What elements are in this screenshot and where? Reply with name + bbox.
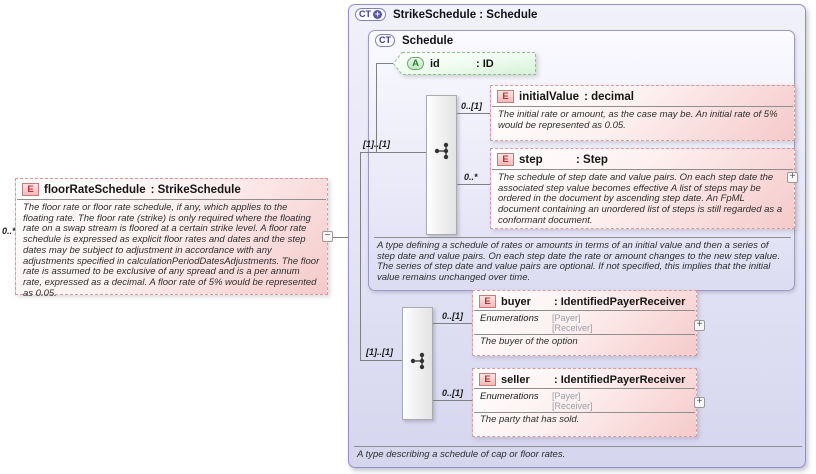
element-description: The party that has sold.	[480, 414, 580, 425]
collapse-toggle[interactable]: −	[322, 231, 333, 242]
element-description: The buyer of the option	[480, 336, 578, 347]
attribute-type: : ID	[476, 57, 494, 70]
connector-line	[360, 360, 402, 361]
enumeration-value: [Payer]	[552, 313, 581, 323]
connector-line	[333, 237, 360, 238]
element-type: : decimal	[584, 90, 634, 103]
attribute-badge-icon: A	[407, 57, 424, 70]
element-badge-icon: E	[479, 373, 496, 386]
cardinality-label: 0..[1]	[442, 388, 464, 398]
element-badge-icon: E	[22, 183, 39, 196]
enumeration-value: [Receiver]	[552, 323, 593, 333]
enumerations-label: Enumerations	[480, 313, 539, 324]
id-attribute-box[interactable]: A id : ID	[393, 52, 536, 75]
buyer-box[interactable]: E buyer : IdentifiedPayerReceiver Enumer…	[472, 290, 697, 356]
cardinality-label: 0..*	[2, 226, 16, 236]
step-header: E step : Step	[491, 149, 794, 169]
strike-schedule-description: A type describing a schedule of cap or f…	[357, 449, 566, 460]
element-name: initialValue	[519, 90, 580, 103]
cardinality-label: 0..[1]	[442, 311, 464, 321]
element-name: floorRateSchedule	[44, 183, 146, 196]
initial-value-box[interactable]: E initialValue : decimal The initial rat…	[490, 85, 795, 141]
element-description: The schedule of step date and value pair…	[498, 172, 783, 226]
derived-type-plus-icon: +	[373, 9, 382, 19]
element-type: : IdentifiedPayerReceiver	[554, 373, 686, 386]
expand-toggle[interactable]: +	[694, 320, 705, 331]
schedule-header: CT Schedule	[375, 34, 453, 47]
element-name: seller	[501, 373, 530, 386]
complex-type-badge-label: CT	[379, 35, 391, 45]
connector-line	[433, 400, 472, 401]
divider	[474, 388, 695, 389]
divider	[374, 237, 791, 238]
element-name: buyer	[501, 295, 531, 308]
divider	[474, 334, 695, 335]
attribute-name: id	[430, 57, 440, 70]
element-type: : Step	[576, 153, 608, 166]
divider	[492, 169, 793, 170]
complex-type-badge-label: CT	[359, 9, 371, 19]
enumerations-row: Enumerations [Payer] [Receiver]	[473, 311, 696, 334]
element-description: The floor rate or floor rate schedule, i…	[23, 202, 320, 299]
floor-rate-schedule-box[interactable]: E floorRateSchedule : StrikeSchedule The…	[15, 178, 328, 298]
seller-box[interactable]: E seller : IdentifiedPayerReceiver Enume…	[472, 368, 697, 437]
schedule-title: Schedule	[402, 34, 454, 47]
step-box[interactable]: E step : Step The schedule of step date …	[490, 148, 795, 229]
element-type: : IdentifiedPayerReceiver	[554, 295, 686, 308]
connector-line	[360, 152, 426, 153]
connector-line	[433, 323, 472, 324]
floor-rate-schedule-header: E floorRateSchedule : StrikeSchedule	[16, 179, 327, 199]
strike-schedule-title: StrikeSchedule : Schedule	[393, 8, 538, 21]
divider	[492, 106, 793, 107]
attribute-pentagon-shape	[393, 52, 536, 75]
divider	[474, 412, 695, 413]
element-description: The initial rate or amount, as the case …	[498, 109, 778, 131]
complex-type-badge-icon: CT +	[355, 8, 386, 21]
connector-line	[457, 113, 490, 114]
cardinality-label: [1]..[1]	[363, 139, 390, 149]
strike-schedule-header: CT + StrikeSchedule : Schedule	[355, 8, 537, 21]
divider	[474, 310, 695, 311]
cardinality-label: [1]..[1]	[366, 347, 393, 357]
enumerations-label: Enumerations	[480, 391, 539, 402]
sequence-compositor[interactable]	[426, 95, 457, 235]
complex-type-badge-icon: CT	[375, 34, 395, 47]
sequence-icon	[434, 142, 449, 160]
element-badge-icon: E	[497, 90, 514, 103]
sequence-icon	[410, 352, 425, 370]
seller-header: E seller : IdentifiedPayerReceiver	[473, 369, 696, 388]
enumeration-value: [Payer]	[552, 391, 581, 401]
buyer-header: E buyer : IdentifiedPayerReceiver	[473, 291, 696, 310]
divider	[17, 199, 326, 200]
element-badge-icon: E	[497, 153, 514, 166]
expand-toggle[interactable]: +	[694, 397, 705, 408]
enumeration-value: [Receiver]	[552, 401, 593, 411]
schedule-description: A type defining a schedule of rates or a…	[377, 240, 780, 284]
sequence-compositor[interactable]	[402, 307, 433, 420]
connector-line	[376, 63, 377, 152]
cardinality-label: 0..[1]	[461, 101, 483, 111]
divider	[354, 446, 802, 447]
element-badge-icon: E	[479, 295, 496, 308]
element-type: : StrikeSchedule	[150, 183, 241, 196]
connector-line	[376, 63, 393, 64]
enumerations-row: Enumerations [Payer] [Receiver]	[473, 389, 696, 412]
cardinality-label: 0..*	[464, 172, 478, 182]
id-attribute-header: A id : ID	[393, 52, 536, 75]
element-name: step	[519, 153, 543, 166]
initial-value-header: E initialValue : decimal	[491, 86, 794, 106]
expand-toggle[interactable]: +	[787, 172, 798, 183]
connector-line	[360, 152, 361, 360]
connector-line	[457, 184, 490, 185]
